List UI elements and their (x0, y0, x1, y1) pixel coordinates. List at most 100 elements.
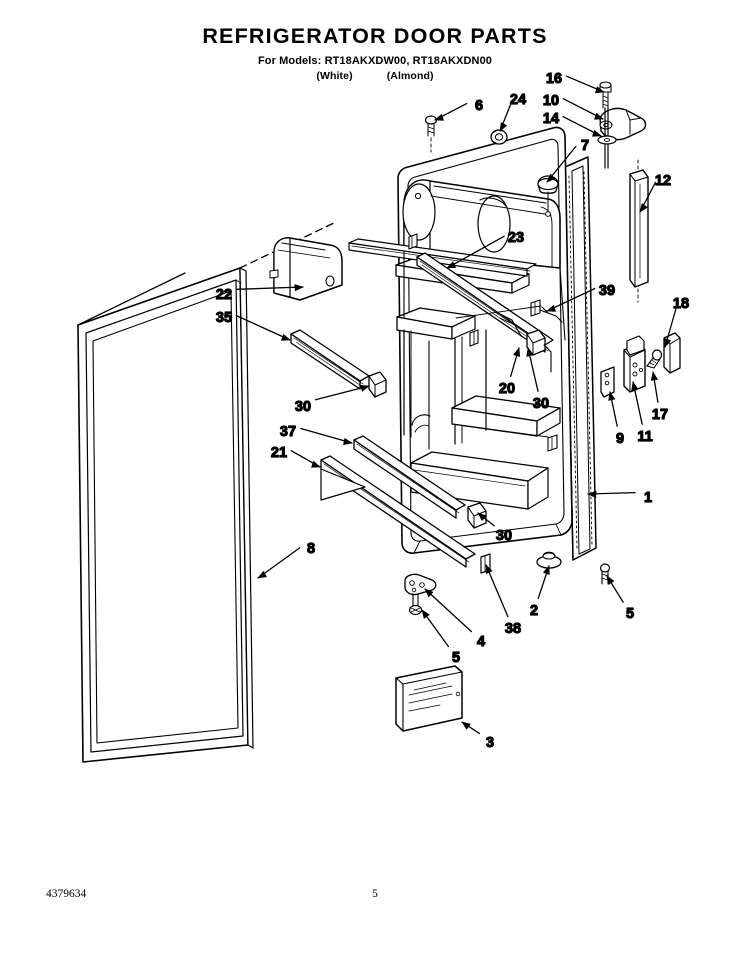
callout-butter-dish-cover: 22 (215, 284, 304, 304)
leader-arrowhead (281, 334, 291, 341)
callout-number: 37 (280, 424, 296, 440)
callout-number: 39 (599, 283, 615, 299)
callout-number: 23 (508, 230, 524, 246)
callout-number: 8 (307, 541, 315, 557)
callout-hinge-plate-lower: 4 (424, 588, 486, 651)
part-door-bumper-2 (536, 551, 562, 569)
leader-arrowhead (595, 86, 605, 94)
part-shelf-end-cap-c (467, 502, 487, 529)
callout-number: 17 (652, 407, 668, 423)
callout-number: 4 (477, 634, 485, 650)
part-hinge-bracket-11 (623, 335, 646, 393)
finish-line: (White)(Almond) (0, 70, 750, 82)
callout-number: 35 (216, 310, 232, 326)
callout-number: 10 (543, 93, 559, 109)
callout-door-liner-trim: 39 (546, 282, 616, 312)
callout-door-shelf-rail-lower: 21 (270, 444, 321, 468)
leader-line (424, 588, 473, 633)
callout-screw-hinge-lower: 17 (650, 371, 669, 424)
callout-number: 38 (505, 621, 521, 637)
callout-shelf-end-cap: 30 (294, 385, 370, 416)
callout-number: 24 (510, 92, 526, 108)
callout-number: 5 (626, 606, 634, 622)
callout-door-shelf-rail-upper: 35 (215, 309, 291, 341)
part-hinge-plate-4 (404, 573, 437, 596)
callout-cap-nut: 24 (499, 91, 527, 132)
footer-part-number: 4379634 (46, 888, 87, 900)
callout-door-shelf-rail-mid: 37 (279, 423, 353, 445)
callout-washer: 14 (542, 110, 602, 137)
part-dairy-rail (416, 252, 554, 353)
callout-number: 6 (475, 98, 483, 114)
door-liner-trim-39 (497, 309, 563, 337)
callout-shelf-end-cap: 30 (477, 512, 513, 545)
callout-nameplate-badge: 3 (461, 721, 495, 752)
callout-hinge-cap-plug: 7 (546, 137, 590, 183)
part-washer-14 (597, 135, 617, 145)
leader-arrowhead (485, 564, 493, 574)
part-door-gasket (77, 221, 337, 763)
part-door-handle (629, 159, 649, 303)
callout-shelf-support-clip: 38 (485, 564, 522, 638)
leader-arrowhead (608, 391, 616, 401)
callout-number: 21 (271, 445, 287, 461)
leader-arrowhead (311, 460, 321, 468)
leader-line (546, 287, 596, 312)
callout-number: 14 (543, 111, 559, 127)
callout-number: 20 (499, 381, 515, 397)
callout-number: 22 (216, 287, 232, 303)
callout-number: 30 (295, 399, 311, 415)
part-screw-5a (408, 593, 423, 616)
callout-hinge-shim: 9 (608, 391, 625, 448)
leader-arrowhead (631, 381, 639, 391)
part-liner-clips (408, 233, 558, 452)
leader-line (314, 385, 370, 401)
part-screw-17 (646, 349, 663, 369)
part-nameplate-3 (395, 665, 463, 732)
part-cap-nut-24 (490, 129, 508, 145)
leader-arrowhead (546, 173, 556, 183)
leader-arrowhead (546, 305, 556, 312)
leader-arrowhead (664, 338, 671, 348)
callout-door-gasket: 8 (257, 540, 316, 579)
part-dairy-compartment (402, 179, 561, 269)
part-shelf-end-cap-b (526, 329, 546, 356)
leader-arrowhead (421, 609, 430, 619)
part-lower-shelf (451, 395, 561, 437)
leader-line (300, 427, 353, 444)
leader-arrowhead (434, 114, 444, 121)
part-shelf-rail-37 (353, 435, 466, 519)
part-screw-16 (599, 81, 612, 109)
leader-arrowhead (499, 122, 507, 132)
callout-shelf-end-cap: 30 (526, 347, 550, 413)
callout-hinge-pin: 10 (542, 92, 604, 120)
part-shelf-end-cap-a (368, 371, 387, 398)
leader-arrowhead (294, 284, 304, 292)
part-shelf-rail-35 (290, 329, 370, 390)
part-hinge-cap-plug (537, 175, 559, 217)
leader-arrowhead (424, 588, 434, 598)
part-butter-dish-cover (269, 237, 343, 301)
part-bottom-bin (410, 451, 549, 510)
callout-screw: 5 (421, 609, 461, 667)
callout-number: 30 (533, 396, 549, 412)
leader-arrowhead (446, 261, 456, 269)
leader-arrowhead (639, 203, 648, 213)
callout-door-panel-outer: 1 (587, 489, 653, 507)
callout-door-handle: 12 (639, 172, 672, 213)
callout-number: 18 (673, 296, 689, 312)
leader-arrowhead (592, 130, 602, 137)
part-top-hinge (599, 107, 647, 141)
leader-arrowhead (513, 347, 521, 357)
callout-number: 9 (616, 431, 624, 447)
leader-arrowhead (461, 721, 471, 730)
callout-door-stop-bumper: 2 (529, 565, 550, 620)
part-hinge-shim-9 (600, 366, 615, 398)
document-header: REFRIGERATOR DOOR PARTS For Models: RT18… (0, 0, 750, 82)
callout-screw-hinge: 16 (545, 70, 605, 94)
finish-white: (White) (316, 69, 353, 82)
models-line: For Models: RT18AKXDW00, RT18AKXDN00 (257, 54, 493, 67)
callout-number: 5 (452, 650, 460, 666)
callout-dairy-compartment-rail: 23 (446, 229, 525, 269)
part-middle-shelf (396, 307, 476, 445)
